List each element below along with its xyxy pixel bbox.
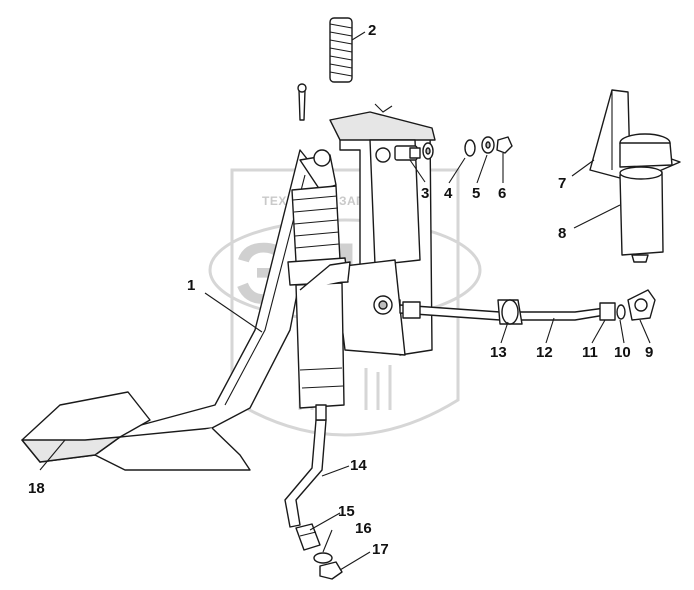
pressure-line (284, 404, 327, 528)
callout-2: 2 (368, 22, 376, 39)
callout-11: 11 (582, 344, 598, 361)
pedal-lever (119, 149, 321, 438)
callout-8: 8 (558, 225, 566, 242)
leader-lines (39, 31, 651, 571)
callout-1: 1 (187, 277, 195, 294)
feed-hose (399, 299, 606, 325)
washer-5 (464, 139, 476, 157)
callouts: 2 1 3 4 5 6 7 8 9 10 11 12 13 14 15 16 1… (28, 22, 653, 558)
callout-13: 13 (490, 344, 507, 361)
cotter-pin (297, 83, 307, 121)
line-nut-17 (319, 561, 343, 580)
callout-17: 17 (372, 541, 389, 558)
line-washer-16 (313, 552, 333, 564)
watermark-shield (230, 168, 460, 437)
lock-washer (481, 136, 495, 154)
callout-5: 5 (472, 185, 480, 202)
callout-7: 7 (558, 175, 566, 192)
callout-12: 12 (536, 344, 553, 361)
pedal-pad (21, 391, 251, 471)
line-fitting-15 (295, 523, 321, 551)
hose-fitting-11 (599, 302, 616, 321)
pivot-bolt (394, 145, 421, 161)
callout-14: 14 (350, 457, 367, 474)
return-spring (329, 17, 353, 83)
banjo-fitting-9 (627, 289, 656, 321)
fluid-reservoir (619, 133, 673, 263)
callout-16: 16 (355, 520, 372, 537)
master-cylinder (287, 149, 351, 409)
main-bracket (309, 103, 436, 356)
callout-9: 9 (645, 344, 653, 361)
callout-3: 3 (421, 185, 429, 202)
callout-15: 15 (338, 503, 355, 520)
watermark-wheat-right (364, 365, 392, 410)
callout-4: 4 (444, 185, 453, 202)
hose-washer-10 (616, 304, 626, 320)
callout-6: 6 (498, 185, 506, 202)
washer-4 (422, 142, 434, 160)
callout-10: 10 (614, 344, 631, 361)
nut-6 (496, 136, 513, 154)
callout-18: 18 (28, 480, 45, 497)
